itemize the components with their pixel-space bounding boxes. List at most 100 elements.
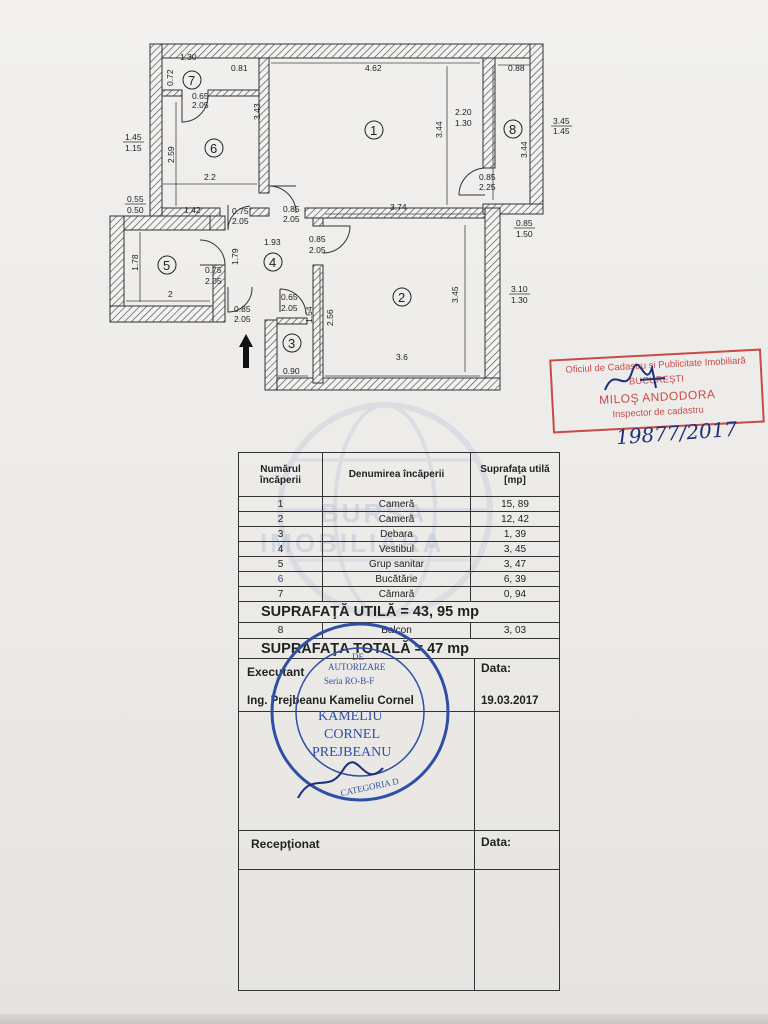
dim-label: 0.85 [309, 234, 326, 244]
util-total-row: SUPRAFAŢĂ UTILĂ = 43, 95 mp [239, 601, 559, 622]
dim-label: 2.05 [205, 276, 222, 286]
date-label-2: Data: [481, 835, 512, 849]
watermark-globe [277, 402, 493, 618]
cell-num: 5 [239, 557, 323, 571]
dim-label: 2.56 [325, 309, 335, 326]
stamp-line: PREJBEANU [312, 745, 391, 760]
cell-area: 0, 94 [503, 588, 527, 600]
header-room-number: Numărul încăperii [239, 453, 323, 496]
dim-label: 3.45 [553, 116, 570, 126]
dim-label: 2.05 [309, 245, 326, 255]
dim-label: 0.50 [127, 205, 144, 215]
date-label: Data: [481, 661, 512, 675]
dim-label: 2.05 [281, 303, 298, 313]
dim-label: 1.30 [455, 118, 472, 128]
inspector-signature [604, 363, 666, 391]
dim-label: 0.65 [281, 292, 298, 302]
dim-label: 1.30 [511, 295, 528, 305]
dim-label: 4.62 [365, 63, 382, 73]
dim-label: 3.10 [511, 284, 528, 294]
dim-label: 1.45 [125, 132, 142, 142]
stamp-line: CORNEL [324, 727, 380, 742]
stamp-line: Seria RO-B-F [324, 676, 374, 686]
dim-label: 1.15 [125, 143, 142, 153]
stamp-line: DE [352, 652, 364, 662]
dim-label: 2.05 [283, 214, 300, 224]
dim-label: 0.75 [232, 206, 249, 216]
cell-name: Cămară [323, 587, 471, 601]
cell-name: Debara [323, 527, 471, 541]
cell-area: 15, 89 [501, 498, 529, 510]
dim-label: 0.72 [165, 69, 175, 86]
table-row: 1 Cameră 15, 89 [239, 496, 559, 511]
dim-label: 3.43 [252, 103, 262, 120]
dim-label: 0.85 [234, 304, 251, 314]
dim-label: 2.05 [234, 314, 251, 324]
dim-label: 2.59 [166, 146, 176, 163]
dim-label: 1.50 [516, 229, 533, 239]
room-num-4: 4 [269, 255, 276, 270]
paper-edge [0, 1014, 768, 1024]
cell-name: Bucătărie [323, 572, 471, 586]
cell-name: Cameră [323, 512, 471, 526]
dim-label: 1.42 [184, 205, 201, 215]
cell-num: 6 [239, 572, 323, 586]
cell-name: Cameră [323, 497, 471, 511]
room-num-1: 1 [370, 123, 377, 138]
cell-area: 3, 03 [503, 625, 527, 636]
stamp-line: KAMELIU [318, 709, 383, 724]
room-num-5: 5 [163, 258, 170, 273]
table-row: 3 Debara 1, 39 [239, 526, 559, 541]
dim-label: 0.88 [508, 63, 525, 73]
table-row: 4 Vestibul 3, 45 [239, 541, 559, 556]
dim-label: 1.79 [230, 248, 240, 265]
room-num-8: 8 [509, 122, 516, 137]
room-numbers: 7 6 1 8 5 4 2 3 [157, 70, 523, 353]
cell-num: 3 [239, 527, 323, 541]
dim-label: 1.93 [264, 237, 281, 247]
watermark-line1: BURSA [320, 498, 428, 528]
dim-label: 1.45 [553, 126, 570, 136]
dim-label: 3.44 [519, 141, 529, 158]
dim-label: 2.20 [455, 107, 472, 117]
dim-label: 0.65 [192, 91, 209, 101]
dim-label: 0.55 [127, 194, 144, 204]
walls [109, 43, 544, 391]
cell-area: 6, 39 [503, 573, 527, 585]
dim-label: 3.45 [450, 286, 460, 303]
cell-name: Vestibul [323, 542, 471, 556]
engineer-stamp: DE AUTORIZARE Seria RO-B-F KAMELIU CORNE… [270, 622, 450, 802]
date-value: 19.03.2017 [481, 695, 539, 707]
table-row: 5 Grup sanitar 3, 47 [239, 556, 559, 571]
dim-label: 0.81 [231, 63, 248, 73]
executant-label: Executant [247, 665, 305, 679]
cell-num: 8 [239, 623, 323, 638]
dim-label: 0.85 [516, 218, 533, 228]
dimension-lines [126, 62, 530, 377]
engineer-signature [297, 761, 384, 799]
table-row: 6 Bucătărie 6, 39 [239, 571, 559, 586]
header-area: Suprafaţa utilă [mp] [480, 463, 550, 486]
dim-label: 3.74 [390, 202, 407, 212]
dim-label: 0.90 [283, 366, 300, 376]
executant-block: Executant Ing. Prejbeanu Kameliu Cornel … [239, 658, 559, 831]
dim-label: 0.85 [283, 204, 300, 214]
dim-label: 2.25 [479, 182, 496, 192]
room-num-7: 7 [188, 73, 195, 88]
dim-label: 1.54 [304, 306, 314, 323]
cell-area: 3, 47 [503, 558, 527, 570]
dim-label: 2 [168, 289, 173, 299]
stamp-line: AUTORIZARE [328, 662, 386, 672]
dim-label: 3.6 [396, 352, 408, 362]
watermark-line2: IMOBILIARA [260, 528, 445, 558]
dim-label: 2.2 [204, 172, 216, 182]
cell-num: 1 [239, 497, 323, 511]
header-room-name: Denumirea încăperii [323, 453, 471, 496]
dim-label: 2.05 [232, 216, 249, 226]
executant-name: Ing. Prejbeanu Kameliu Cornel [247, 695, 414, 707]
watermark-text: BURSA IMOBILIARA [260, 498, 445, 558]
dim-label: 3.44 [434, 121, 444, 138]
entrance-arrow-icon [239, 334, 253, 368]
cell-num: 7 [239, 587, 323, 601]
